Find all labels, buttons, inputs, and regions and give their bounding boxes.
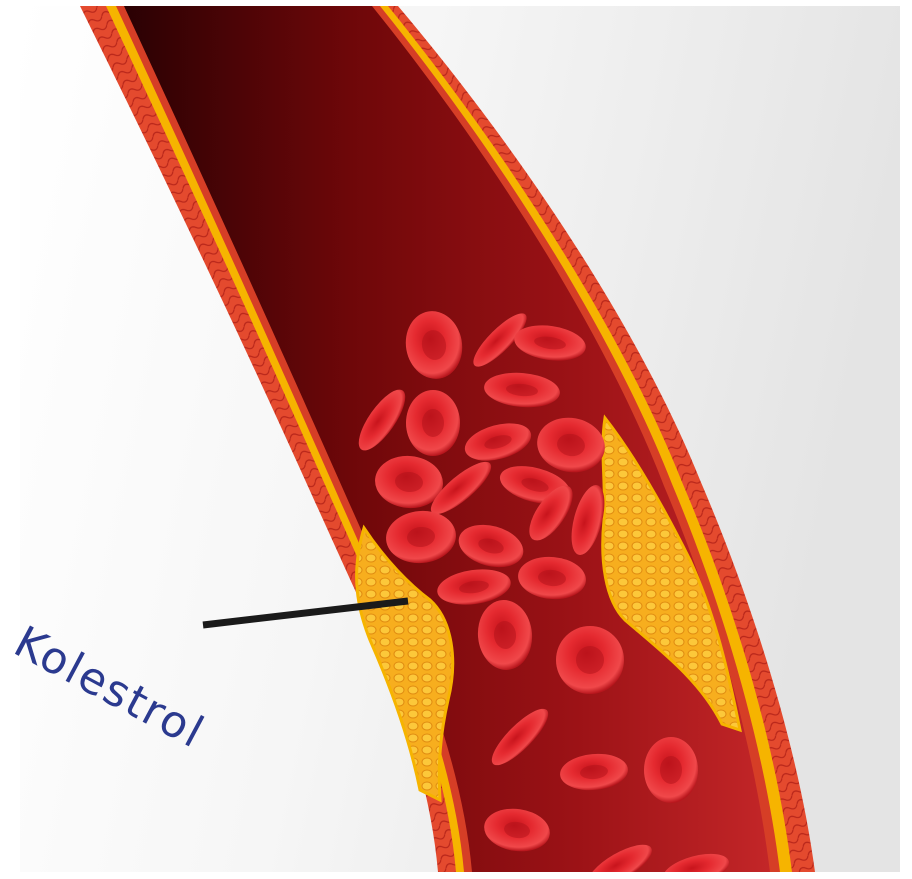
bottom-margin [0, 872, 912, 879]
red-blood-cell-icon [644, 737, 698, 803]
red-blood-cell-icon [556, 626, 624, 694]
red-blood-cell-icon [406, 390, 460, 456]
